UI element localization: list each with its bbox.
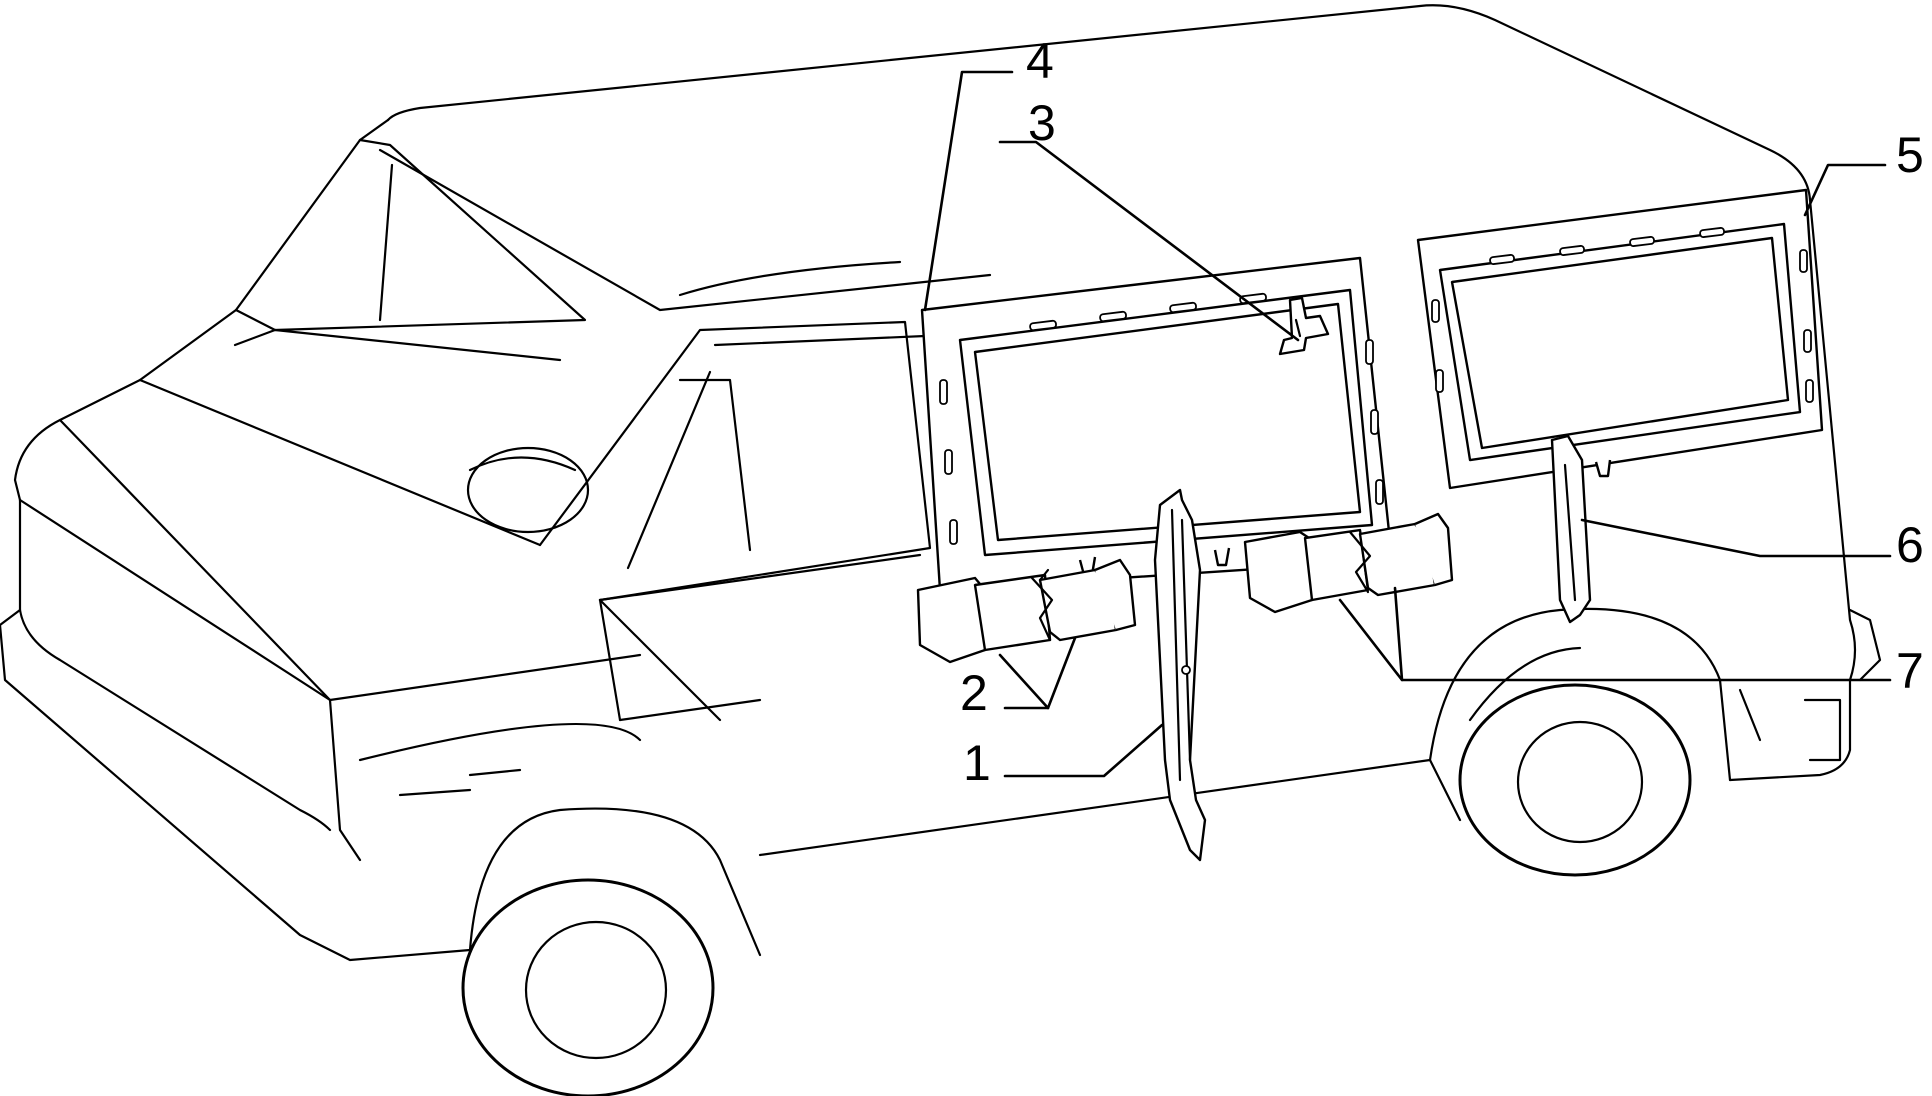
leader-4 — [923, 70, 1014, 312]
frame-slots-right-rear — [1799, 249, 1814, 403]
sill-brace-front-part-2 — [916, 558, 1137, 664]
leader-2b — [1046, 636, 1077, 710]
leader-1 — [1003, 723, 1164, 778]
callout-7: 7 — [1896, 643, 1924, 699]
callout-6: 6 — [1896, 517, 1924, 573]
callout-2: 2 — [960, 665, 988, 721]
window-frame-rear — [1416, 188, 1824, 490]
van-body — [0, 4, 1882, 1096]
frame-slots-left — [939, 379, 958, 545]
bracket-part-3 — [1278, 296, 1330, 356]
callout-5: 5 — [1896, 127, 1924, 183]
frame-slots-top-rear — [1489, 227, 1725, 265]
leader-6 — [1580, 518, 1892, 558]
callout-4: 4 — [1026, 33, 1054, 89]
leader-3 — [998, 140, 1300, 342]
callout-3: 3 — [1028, 95, 1056, 151]
leader-5 — [1803, 163, 1887, 217]
callout-1: 1 — [963, 735, 991, 791]
centre-pillar-part-1 — [1153, 488, 1207, 862]
sill-brace-rear-part-7 — [1243, 512, 1454, 614]
frame-slots-top — [1029, 292, 1267, 332]
leader-2 — [998, 653, 1050, 710]
frame-slots-left-rear — [1431, 299, 1444, 393]
leader-lines — [923, 70, 1892, 778]
frame-slots-right — [1365, 339, 1384, 505]
callout-labels: 4 3 5 6 7 2 1 — [960, 33, 1924, 791]
window-frame-front — [920, 256, 1394, 592]
leader-7b — [1393, 586, 1404, 682]
leader-7 — [1338, 598, 1892, 682]
rear-pillar-part-6 — [1550, 434, 1592, 624]
